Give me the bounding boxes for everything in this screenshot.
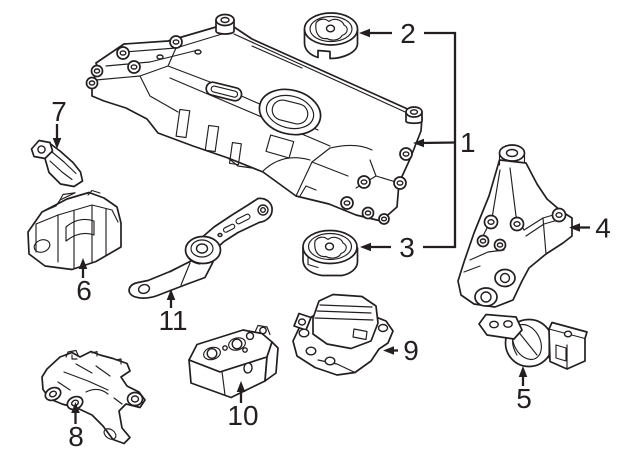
arrow-to-part-4: [569, 223, 580, 232]
part-1-subframe-drawing: [85, 13, 423, 225]
callout-7[interactable]: 7: [51, 96, 67, 127]
part-7-bracket-drawing: [30, 139, 84, 188]
part-2-bushing-drawing: [303, 12, 359, 60]
callout-8[interactable]: 8: [68, 421, 84, 452]
arrow-to-part-9: [383, 346, 394, 355]
part-6-mount-drawing: [27, 189, 122, 271]
callout-10[interactable]: 10: [227, 400, 258, 431]
arrow-to-part-8: [71, 402, 80, 413]
leader-lines: [52, 28, 590, 424]
part-3-bushing-drawing: [302, 229, 359, 277]
arrow-to-part-11: [166, 289, 176, 300]
part-9-mount-drawing: [292, 293, 394, 376]
callout-4[interactable]: 4: [595, 213, 611, 244]
part-11-torque-arm-drawing: [128, 197, 273, 299]
callout-1[interactable]: 1: [460, 127, 476, 158]
arrow-to-part-3: [360, 242, 371, 252]
arrow-to-part-1: [413, 138, 424, 148]
arrow-to-part-10: [236, 381, 246, 392]
arrow-to-part-2: [359, 28, 370, 38]
part-4-bracket-drawing: [457, 144, 573, 308]
callout-11[interactable]: 11: [158, 305, 187, 336]
arrow-to-part-6: [78, 258, 88, 269]
callout-3[interactable]: 3: [399, 232, 415, 263]
part-5-mount-drawing: [478, 313, 588, 370]
callout-labels: 1 2 3 4 5 6 7 8 9 10 11: [51, 18, 611, 452]
arrow-to-part-5: [518, 366, 528, 377]
arrow-to-part-7: [52, 138, 62, 149]
part-8-bracket-drawing: [41, 349, 146, 445]
callout-9[interactable]: 9: [403, 335, 419, 366]
callout-6[interactable]: 6: [76, 275, 92, 306]
callout-5[interactable]: 5: [516, 383, 532, 414]
callout-2[interactable]: 2: [400, 18, 416, 49]
part-10-bracket-drawing: [188, 324, 279, 399]
